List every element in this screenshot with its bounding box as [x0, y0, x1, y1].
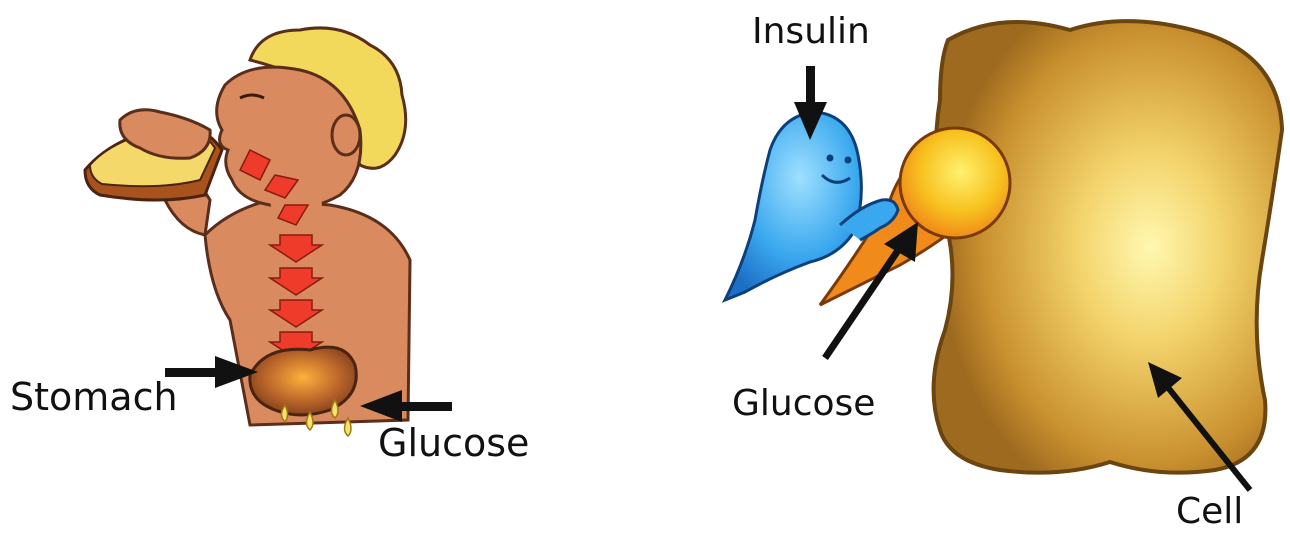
cell-label: Cell: [1176, 494, 1243, 530]
insulin-label: Insulin: [752, 14, 870, 50]
stomach-label: Stomach: [10, 378, 178, 416]
glucose-label-left: Glucose: [378, 424, 529, 462]
glucose-label-right: Glucose: [732, 386, 875, 422]
stomach-organ: [250, 347, 356, 415]
ear: [332, 115, 360, 155]
cell-blob: [934, 21, 1282, 473]
